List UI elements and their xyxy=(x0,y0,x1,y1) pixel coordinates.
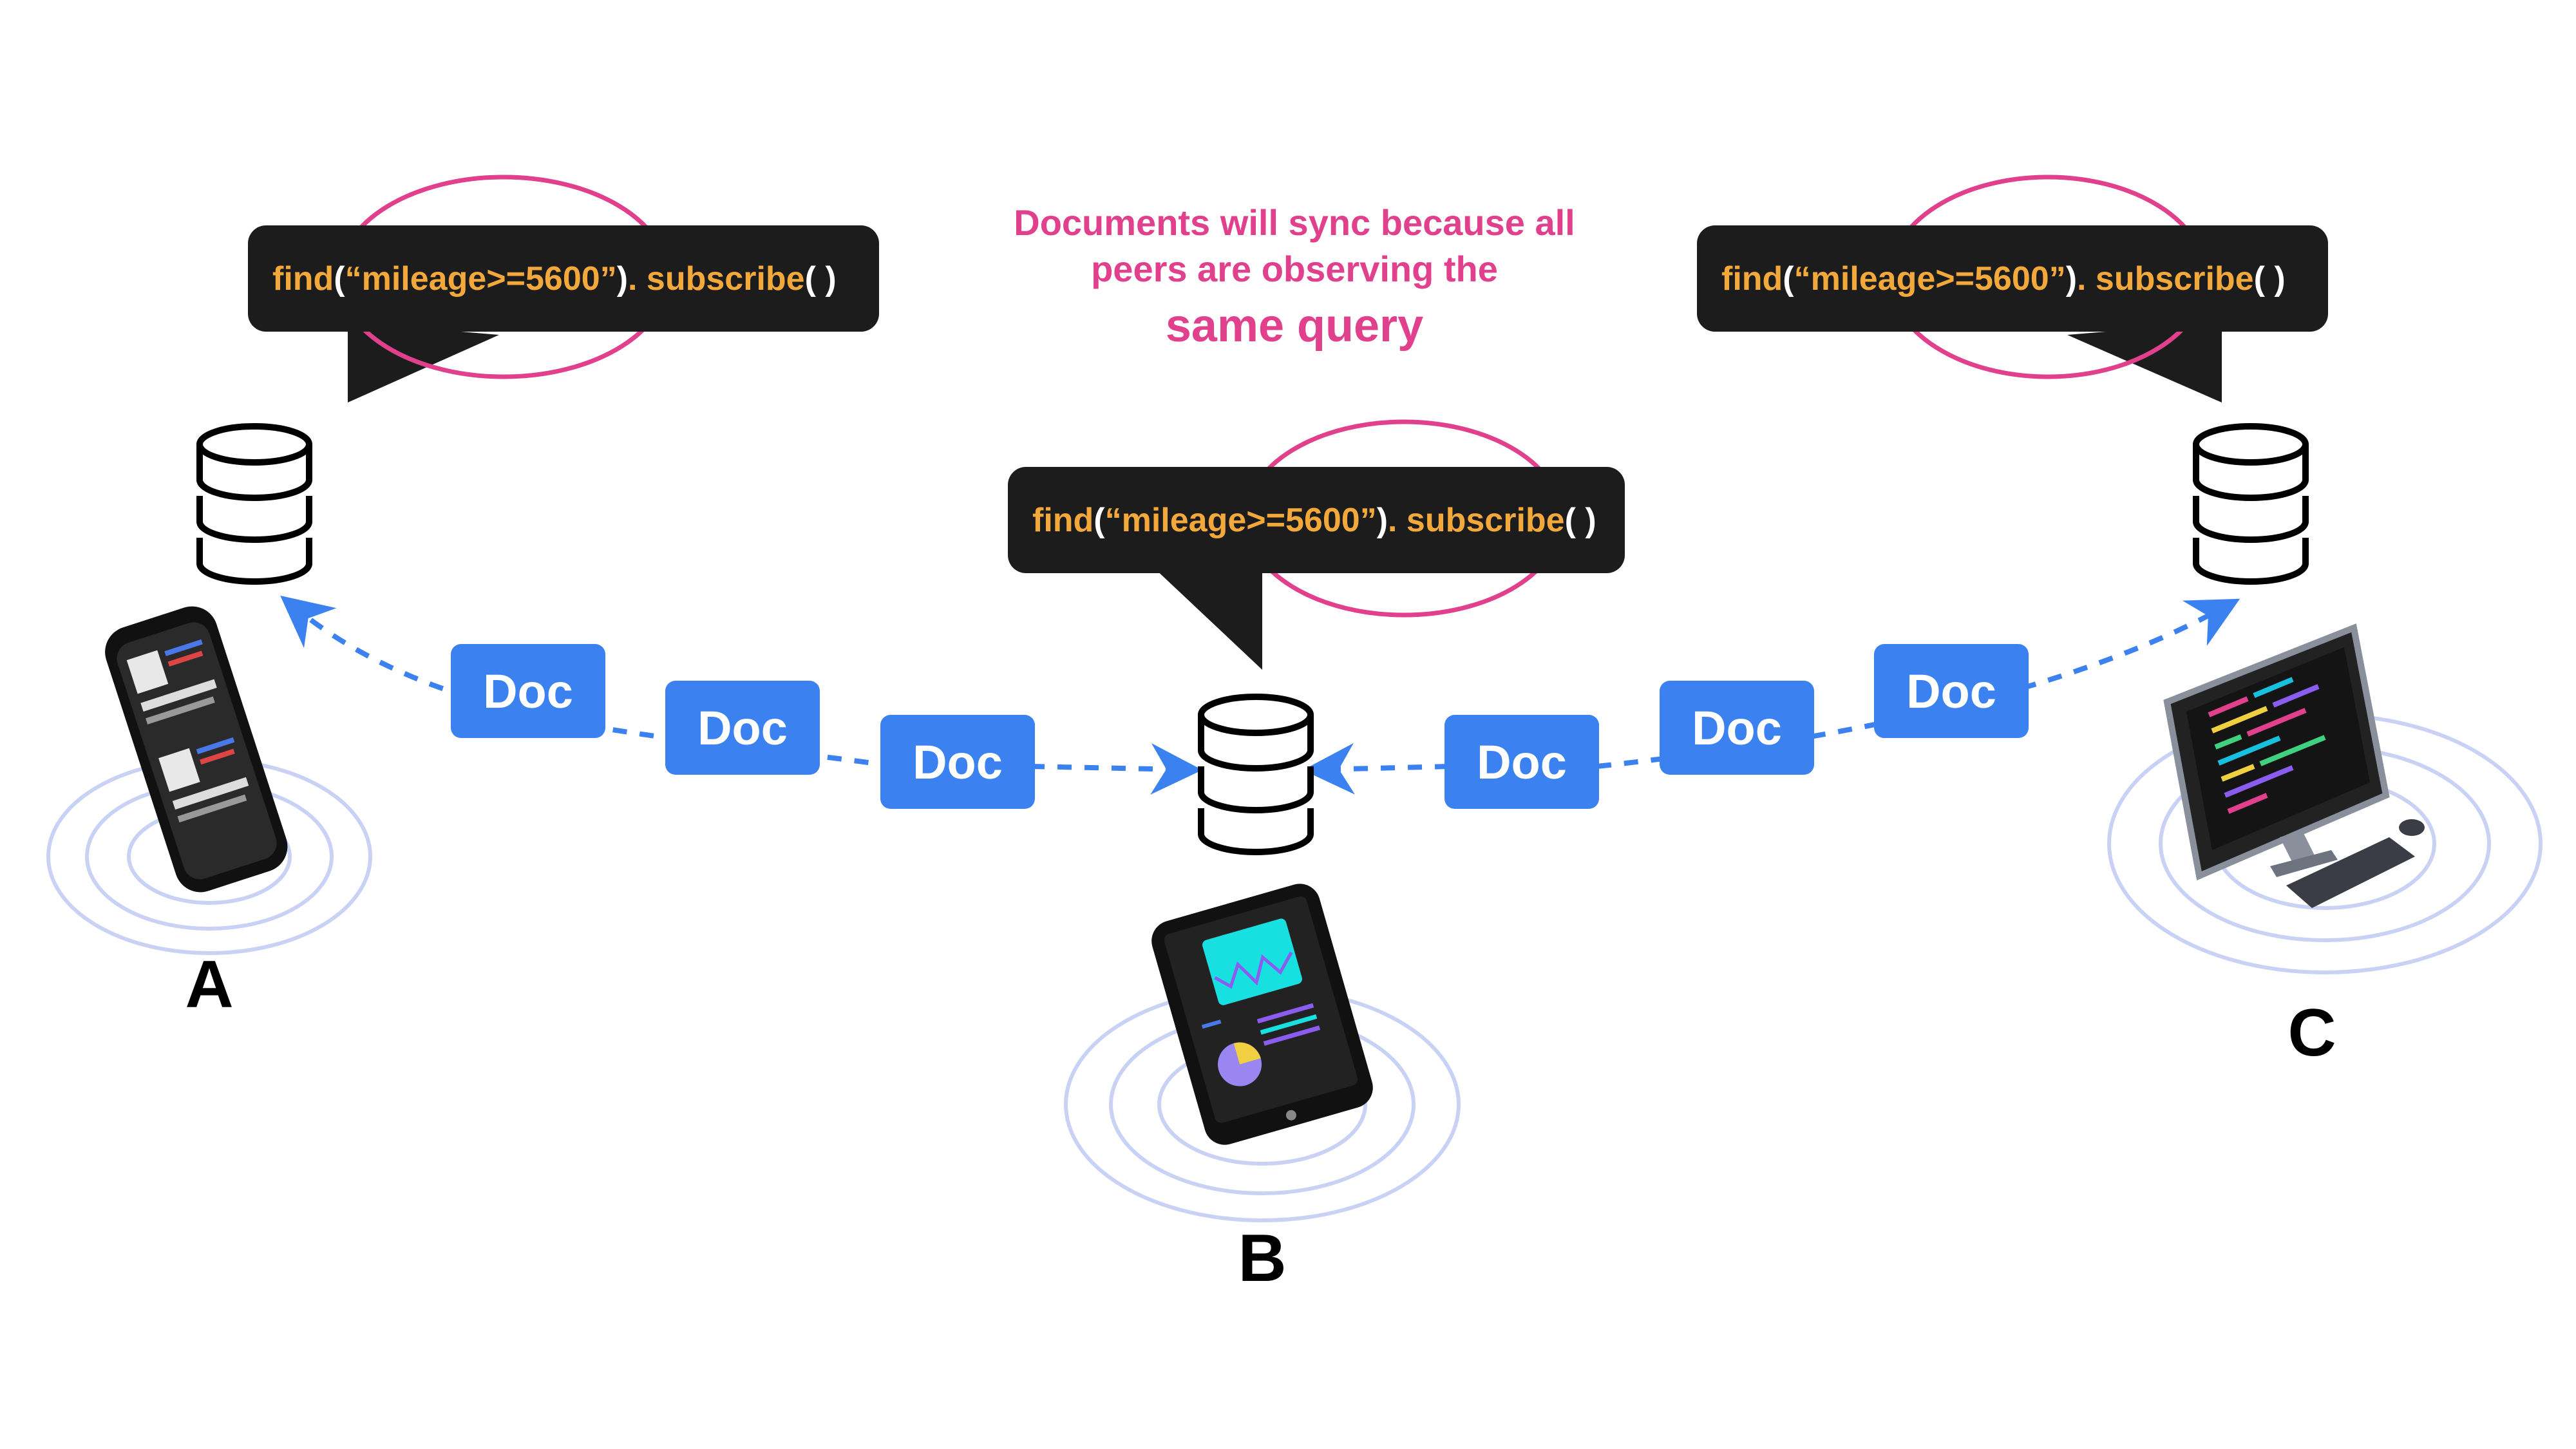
phone-icon xyxy=(105,606,288,893)
query-close-paren: ) xyxy=(616,260,629,298)
doc-badge-1: Doc xyxy=(451,644,605,738)
annotation-line-2: peers are observing the xyxy=(1091,249,1498,289)
query-string: “mileage>=5600” xyxy=(1104,501,1377,539)
doc-badge-4: Doc xyxy=(1444,715,1599,809)
database-icon-b xyxy=(1198,694,1314,855)
query-bubble-a: find(“mileage>=5600”). subscribe( ) xyxy=(248,225,879,332)
query-subscribe: . subscribe xyxy=(1388,501,1565,539)
query-open-paren: ( xyxy=(334,260,345,298)
query-close-paren: ) xyxy=(1376,501,1388,539)
desktop-icon xyxy=(2163,623,2425,908)
database-icon-c xyxy=(2193,423,2309,585)
query-find: find xyxy=(272,260,334,298)
annotation-line-1: Documents will sync because all xyxy=(1014,202,1575,243)
peer-label-c: C xyxy=(2287,996,2336,1070)
query-find: find xyxy=(1032,501,1094,539)
query-subscribe: . subscribe xyxy=(2077,260,2254,298)
doc-badge-5: Doc xyxy=(1660,681,1814,775)
query-open-paren: ( xyxy=(1783,260,1794,298)
arrow-b-from-left xyxy=(1030,743,1202,795)
peer-label-b: B xyxy=(1238,1221,1287,1296)
sync-annotation: Documents will sync because all peers ar… xyxy=(940,200,1649,357)
doc-badge-6: Doc xyxy=(1874,644,2029,738)
query-find: find xyxy=(1721,260,1783,298)
doc-badge-2: Doc xyxy=(665,681,820,775)
tablet-icon xyxy=(1151,884,1373,1145)
query-string: “mileage>=5600” xyxy=(1794,260,2066,298)
query-bubble-b: find(“mileage>=5600”). subscribe( ) xyxy=(1008,467,1625,573)
query-call: ( ) xyxy=(2253,260,2286,298)
annotation-emphasis: same query xyxy=(1165,300,1424,352)
bubble-tail-c xyxy=(2067,322,2222,402)
bubble-tail-b xyxy=(1153,567,1262,670)
query-open-paren: ( xyxy=(1094,501,1105,539)
doc-badge-3: Doc xyxy=(880,715,1035,809)
query-string: “mileage>=5600” xyxy=(345,260,617,298)
query-call: ( ) xyxy=(1564,501,1596,539)
query-bubble-c: find(“mileage>=5600”). subscribe( ) xyxy=(1697,225,2328,332)
query-call: ( ) xyxy=(804,260,837,298)
arrow-b-from-right xyxy=(1303,743,1450,795)
query-close-paren: ) xyxy=(2065,260,2078,298)
query-subscribe: . subscribe xyxy=(628,260,805,298)
database-icon-a xyxy=(196,423,312,585)
peer-label-a: A xyxy=(185,947,234,1022)
